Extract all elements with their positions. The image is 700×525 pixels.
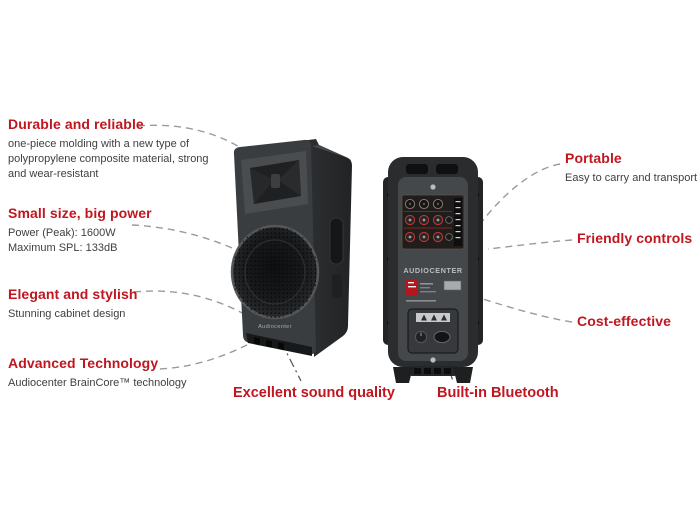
horn-tweeter: [241, 151, 308, 214]
feature-title-portable: Portable: [565, 150, 622, 166]
leader-advanced: [159, 342, 252, 370]
warning-label: [416, 313, 450, 322]
spec-labels: [406, 279, 462, 302]
callout-small-size: Small size, big power Power (Peak): 1600…: [8, 205, 152, 256]
top-screw: [430, 184, 436, 190]
feature-title-cost-effective: Cost-effective: [577, 313, 671, 329]
handle-cutout-left: [406, 164, 428, 174]
leader-portable: [477, 163, 561, 228]
feature-title-advanced: Advanced Technology: [8, 355, 159, 371]
callout-portable: Portable Easy to carry and transport: [565, 150, 697, 186]
feature-body-portable: Easy to carry and transport: [565, 172, 698, 184]
mixer-knobs: [404, 214, 453, 243]
speaker-front-view: Audiocenter: [226, 136, 356, 360]
leader-elegant: [133, 290, 245, 315]
feature-body-advanced: Audiocenter BrainCore™ technology: [8, 377, 187, 389]
woofer-grille: [230, 224, 320, 320]
feature-body-spl: Maximum SPL: 133dB: [8, 242, 118, 254]
feature-title-elegant: Elegant and stylish: [8, 286, 138, 302]
front-brand-text: Audiocenter: [258, 324, 292, 330]
feature-body-elegant: Stunning cabinet design: [8, 308, 126, 320]
callout-cost-effective: Cost-effective: [577, 313, 671, 329]
pole-mount-cup: [332, 274, 342, 298]
foot-right: [453, 367, 473, 383]
leader-friendly-controls: [487, 239, 573, 250]
feature-title-small-size: Small size, big power: [8, 205, 152, 221]
leader-durable: [137, 124, 249, 154]
bottom-port: [246, 333, 312, 356]
speaker-back-view: AUDIOCENTER: [383, 155, 483, 389]
feature-body-power: Power (Peak): 1600W: [8, 227, 116, 239]
handle-cutout-right: [436, 164, 458, 174]
label-bluetooth: Built-in Bluetooth: [437, 385, 559, 401]
power-panel: [407, 308, 459, 354]
side-handle: [329, 217, 344, 265]
feature-body-durable: one-piece molding with a new type of pol…: [8, 138, 209, 180]
foot-left: [393, 367, 413, 383]
control-panel: [401, 194, 465, 250]
volume-knob: [414, 330, 428, 344]
feature-title-durable: Durable and reliable: [8, 116, 144, 132]
callout-durable: Durable and reliable one-piece molding w…: [8, 116, 226, 182]
bottom-screw: [430, 357, 436, 363]
leader-cost-effective: [469, 294, 573, 323]
back-brand-text: AUDIOCENTER: [403, 266, 463, 275]
callout-advanced: Advanced Technology Audiocenter BrainCor…: [8, 355, 187, 391]
feature-title-friendly-controls: Friendly controls: [577, 230, 693, 246]
label-sound-quality: Excellent sound quality: [233, 385, 395, 401]
callout-friendly-controls: Friendly controls: [577, 230, 692, 246]
input-jacks: [404, 198, 444, 210]
power-inlet: [433, 330, 451, 344]
callout-elegant: Elegant and stylish Stunning cabinet des…: [8, 286, 138, 322]
bottom-vent: [409, 366, 457, 376]
